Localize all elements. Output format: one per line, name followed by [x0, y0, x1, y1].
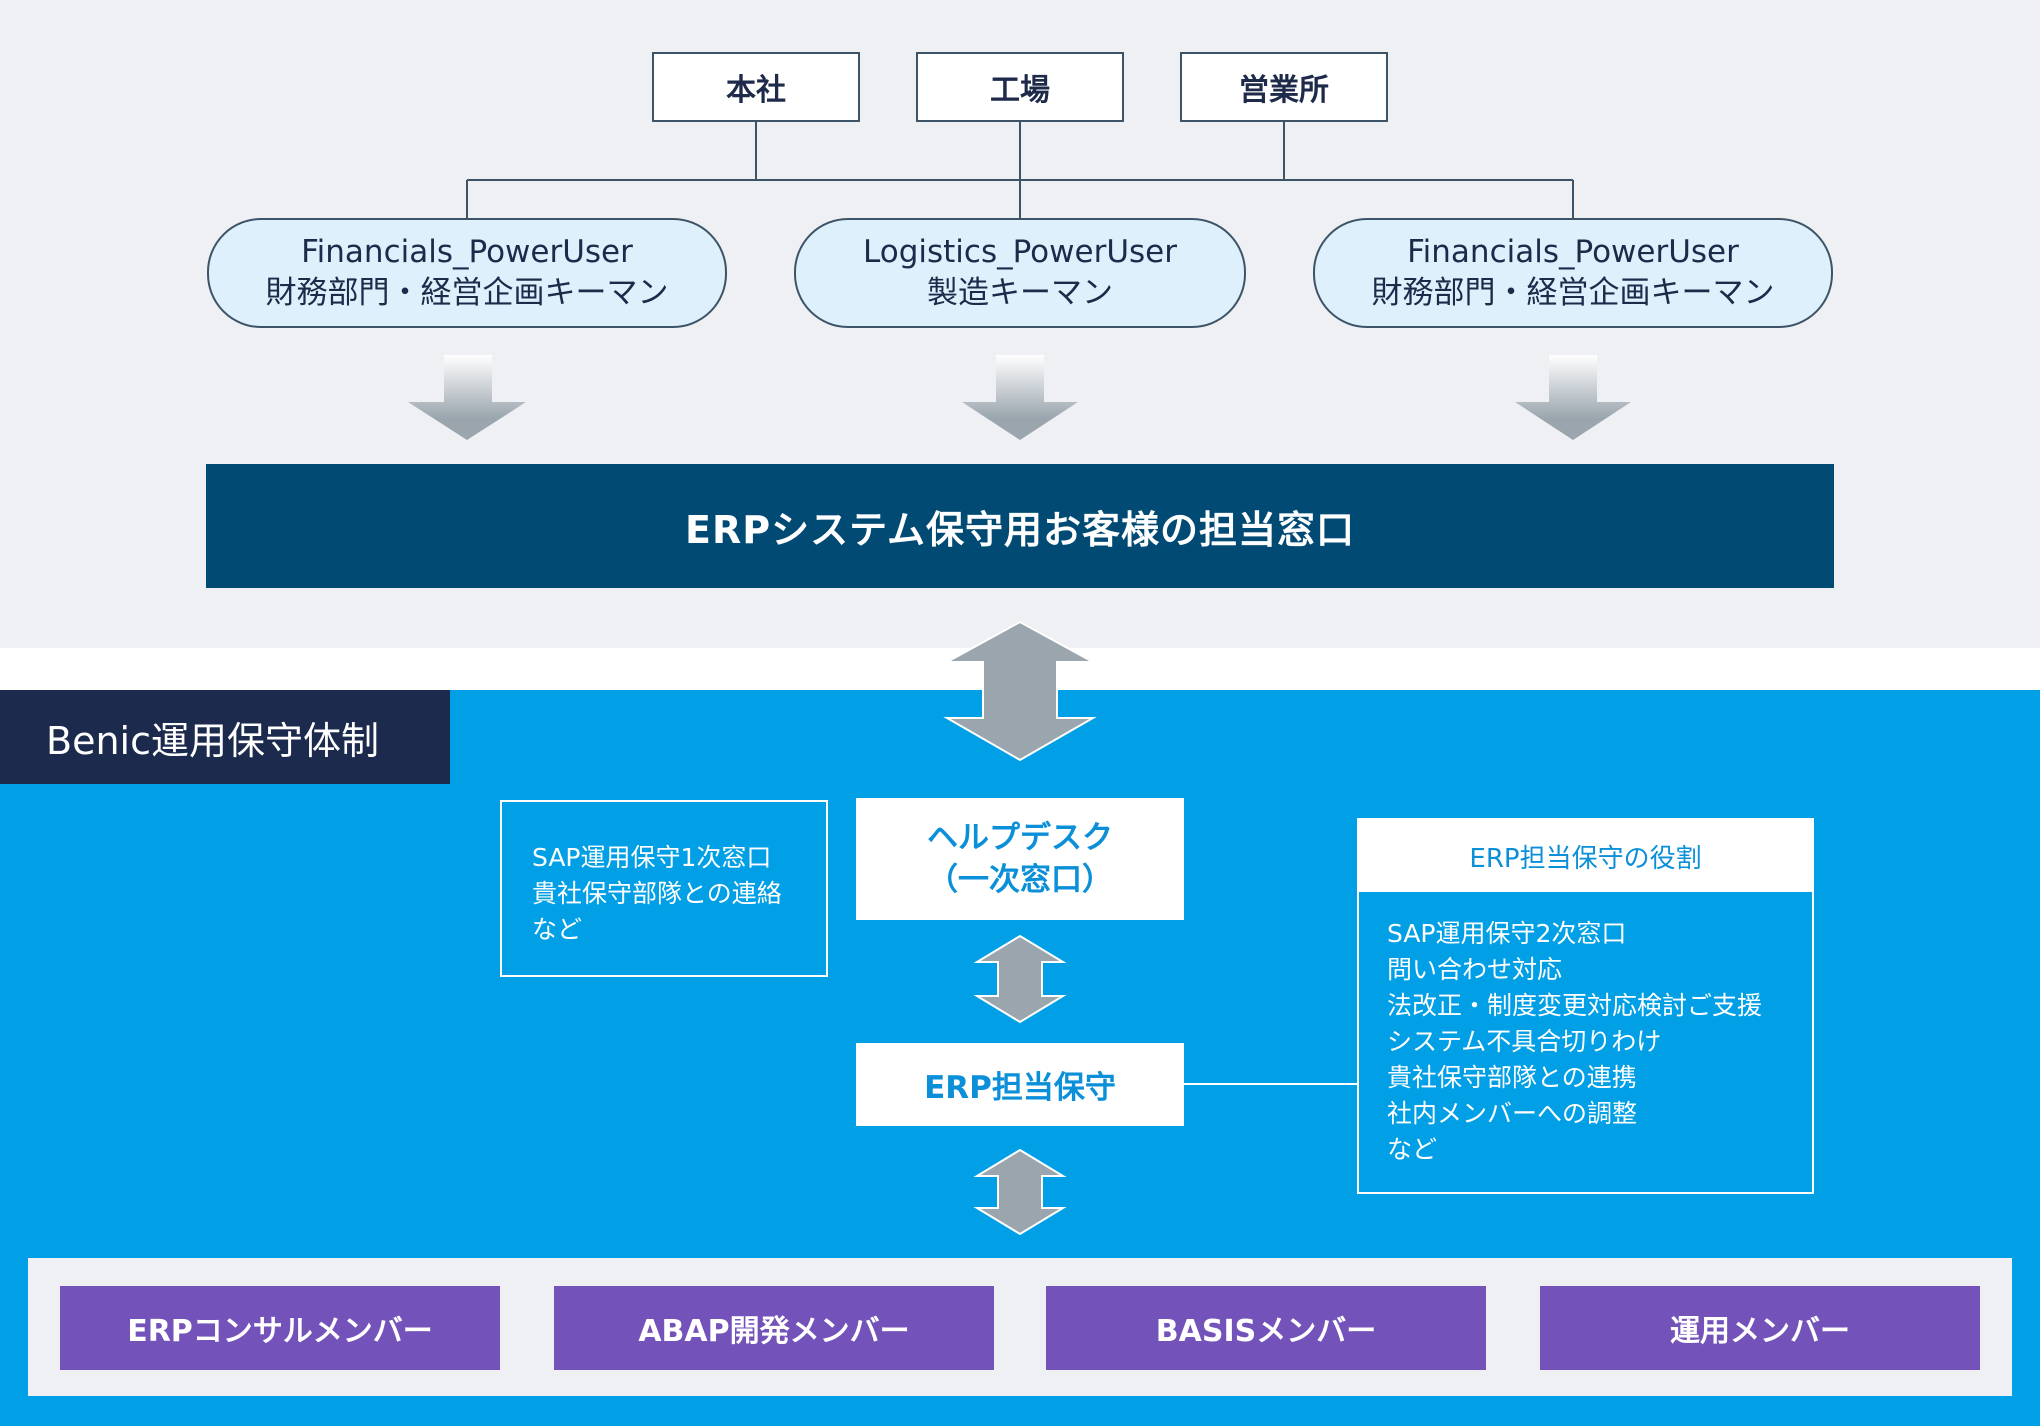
down-arrow-icon	[408, 355, 526, 440]
power-user-financials-left: Financials_PowerUser 財務部門・経営企画キーマン	[207, 218, 727, 328]
role-item: など	[1387, 1135, 1438, 1164]
benic-section-label: Benic運用保守体制	[0, 690, 450, 784]
role-box-header: ERP担当保守の役割	[1359, 820, 1812, 892]
erp-support-label: ERP担当保守	[924, 1070, 1116, 1106]
member-box-abap-developer: ABAP開発メンバー	[554, 1286, 994, 1370]
member-box-basis: BASISメンバー	[1046, 1286, 1486, 1370]
site-box-sales-office: 営業所	[1180, 52, 1388, 122]
member-label: 運用メンバー	[1670, 1314, 1850, 1349]
site-box-factory: 工場	[916, 52, 1124, 122]
site-box-headquarters: 本社	[652, 52, 860, 122]
member-box-operations: 運用メンバー	[1540, 1286, 1980, 1370]
helpdesk-notes-box: SAP運用保守1次窓口 貴社保守部隊との連絡 など	[500, 800, 828, 977]
erp-support-role-box: ERP担当保守の役割 SAP運用保守2次窓口 問い合わせ対応 法改正・制度変更対…	[1357, 818, 1814, 1194]
power-user-financials-right: Financials_PowerUser 財務部門・経営企画キーマン	[1313, 218, 1833, 328]
helpdesk-note: 貴社保守部隊との連絡	[532, 879, 782, 908]
section-label-text: Benic運用保守体制	[46, 718, 379, 763]
erp-support-box: ERP担当保守	[856, 1043, 1184, 1126]
power-user-logistics: Logistics_PowerUser 製造キーマン	[794, 218, 1246, 328]
power-user-description: 製造キーマン	[927, 275, 1113, 311]
member-label: ERPコンサルメンバー	[127, 1314, 433, 1349]
org-tree-lines	[466, 122, 1574, 218]
role-item: 貴社保守部隊との連携	[1387, 1063, 1637, 1092]
power-user-role: Financials_PowerUser	[1407, 234, 1739, 271]
site-label: 営業所	[1239, 73, 1329, 108]
role-item: 問い合わせ対応	[1387, 955, 1563, 984]
role-item: SAP運用保守2次窓口	[1387, 919, 1627, 948]
customer-contact-banner: ERPシステム保守用お客様の担当窓口	[206, 464, 1834, 588]
power-user-role: Financials_PowerUser	[301, 234, 633, 271]
member-label: ABAP開発メンバー	[638, 1314, 910, 1349]
role-item: 法改正・制度変更対応検討ご支援	[1387, 991, 1763, 1020]
role-box-title: ERP担当保守の役割	[1469, 843, 1702, 874]
role-list: SAP運用保守2次窓口 問い合わせ対応 法改正・制度変更対応検討ご支援 システム…	[1387, 916, 1762, 1168]
role-item: システム不具合切りわけ	[1387, 1027, 1662, 1056]
double-arrow-icon	[943, 620, 1097, 762]
role-item: 社内メンバーへの調整	[1387, 1099, 1638, 1128]
double-arrow-icon	[973, 934, 1067, 1024]
member-label: BASISメンバー	[1155, 1314, 1377, 1349]
power-user-role: Logistics_PowerUser	[863, 234, 1177, 271]
helpdesk-note: SAP運用保守1次窓口	[532, 843, 772, 872]
down-arrow-icon	[962, 355, 1078, 440]
member-box-erp-consultant: ERPコンサルメンバー	[60, 1286, 500, 1370]
site-label: 工場	[990, 73, 1050, 108]
down-arrow-icon	[1515, 355, 1631, 440]
helpdesk-title: ヘルプデスク	[927, 820, 1113, 856]
site-label: 本社	[726, 73, 786, 108]
power-user-description: 財務部門・経営企画キーマン	[265, 275, 669, 311]
banner-text: ERPシステム保守用お客様の担当窓口	[685, 507, 1355, 552]
power-user-description: 財務部門・経営企画キーマン	[1371, 275, 1775, 311]
double-arrow-icon	[973, 1148, 1067, 1236]
helpdesk-subtitle: （一次窓口）	[927, 862, 1113, 898]
helpdesk-note: など	[532, 915, 583, 944]
helpdesk-box: ヘルプデスク （一次窓口）	[856, 798, 1184, 920]
